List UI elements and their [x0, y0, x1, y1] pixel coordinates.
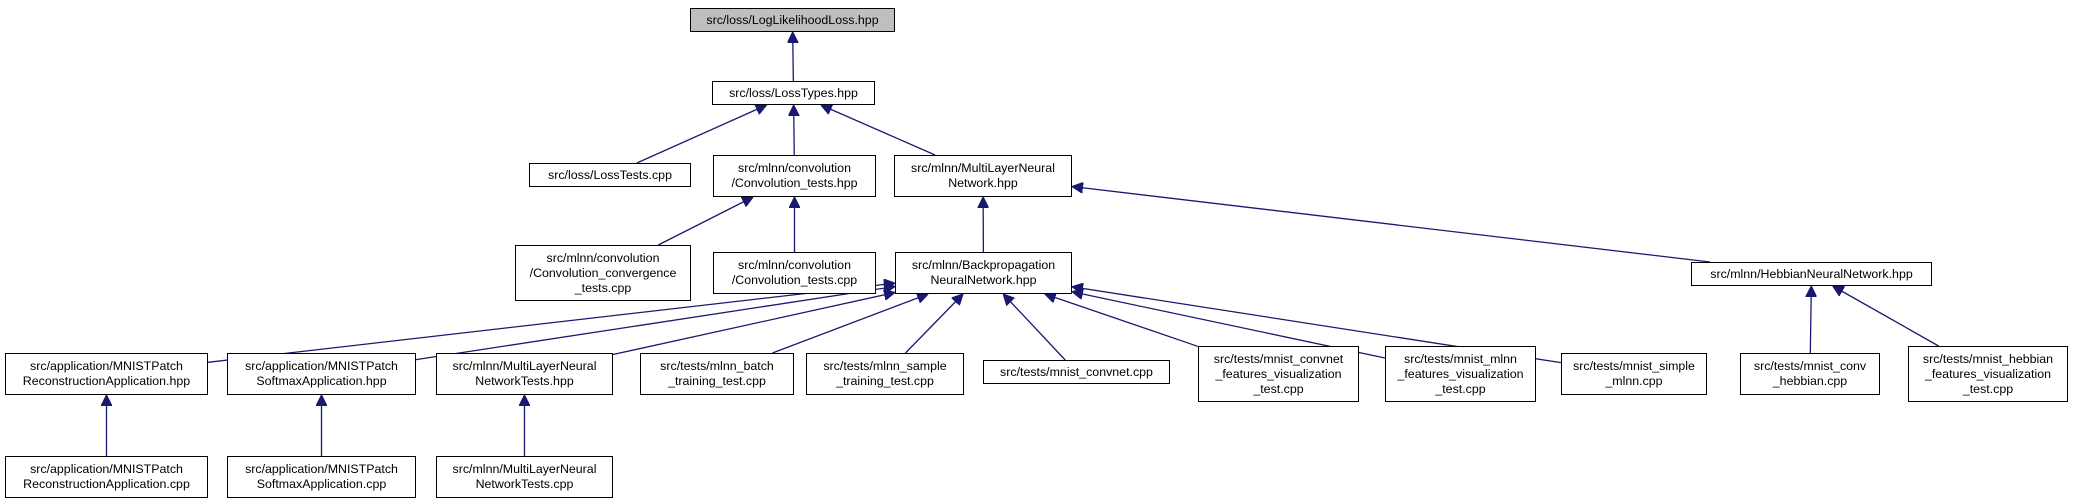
edge-mlnntests-hpp-to-backprop: [612, 292, 895, 356]
edge-batch-to-backprop: [772, 294, 928, 354]
edge-sample-to-backprop: [905, 294, 963, 354]
node-softmax-cpp[interactable]: src/application/MNISTPatch SoftmaxApplic…: [227, 456, 416, 498]
node-recon-cpp[interactable]: src/application/MNISTPatch Reconstructio…: [5, 456, 208, 498]
node-convtests-hpp[interactable]: src/mlnn/convolution /Convolution_tests.…: [713, 155, 876, 197]
edge-convnet-vis-to-backprop: [1045, 294, 1199, 348]
edge-conv-hebbian-to-hebbian: [1810, 286, 1811, 354]
node-hebbian[interactable]: src/mlnn/HebbianNeuralNetwork.hpp: [1691, 262, 1932, 286]
node-losstests[interactable]: src/loss/LossTests.cpp: [529, 163, 691, 187]
node-mlnn-vis[interactable]: src/tests/mnist_mlnn _features_visualiza…: [1385, 346, 1536, 402]
edge-hebbian-vis-to-hebbian: [1833, 286, 1939, 347]
node-convnet[interactable]: src/tests/mnist_convnet.cpp: [983, 360, 1170, 384]
edge-convtests-hpp-to-losstypes: [794, 105, 795, 156]
edge-hebbian-to-mlnn-hpp: [1072, 187, 1711, 263]
node-conv-hebbian[interactable]: src/tests/mnist_conv _hebbian.cpp: [1740, 353, 1880, 395]
node-softmax-hpp[interactable]: src/application/MNISTPatch SoftmaxApplic…: [227, 353, 416, 395]
node-hebbian-vis[interactable]: src/tests/mnist_hebbian _features_visual…: [1908, 346, 2068, 402]
node-sample[interactable]: src/tests/mlnn_sample _training_test.cpp: [806, 353, 964, 395]
node-mlnn-hpp[interactable]: src/mlnn/MultiLayerNeural Network.hpp: [894, 155, 1072, 197]
edge-losstypes-to-root: [793, 32, 794, 82]
node-mlnntests-cpp[interactable]: src/mlnn/MultiLayerNeural NetworkTests.c…: [436, 456, 613, 498]
edge-softmax-hpp-to-backprop: [415, 287, 895, 361]
edge-recon-hpp-to-backprop: [207, 283, 895, 363]
edge-convnet-to-backprop: [1003, 294, 1066, 361]
node-losstypes[interactable]: src/loss/LossTypes.hpp: [712, 81, 875, 105]
edge-mlnn-hpp-to-losstypes: [821, 105, 936, 156]
edge-losstests-to-losstypes: [636, 105, 767, 164]
node-convtests-cpp[interactable]: src/mlnn/convolution /Convolution_tests.…: [713, 252, 876, 294]
node-simple[interactable]: src/tests/mnist_simple _mlnn.cpp: [1561, 353, 1707, 395]
node-batch[interactable]: src/tests/mlnn_batch _training_test.cpp: [640, 353, 794, 395]
node-mlnntests-hpp[interactable]: src/mlnn/MultiLayerNeural NetworkTests.h…: [436, 353, 613, 395]
node-recon-hpp[interactable]: src/application/MNISTPatch Reconstructio…: [5, 353, 208, 395]
node-conv-convergence[interactable]: src/mlnn/convolution /Convolution_conver…: [515, 245, 691, 301]
edge-conv-convergence-to-convtests-hpp: [657, 196, 753, 246]
node-convnet-vis[interactable]: src/tests/mnist_convnet _features_visual…: [1198, 346, 1359, 402]
node-root: src/loss/LogLikelihoodLoss.hpp: [690, 8, 895, 32]
node-backprop[interactable]: src/mlnn/Backpropagation NeuralNetwork.h…: [895, 252, 1072, 294]
